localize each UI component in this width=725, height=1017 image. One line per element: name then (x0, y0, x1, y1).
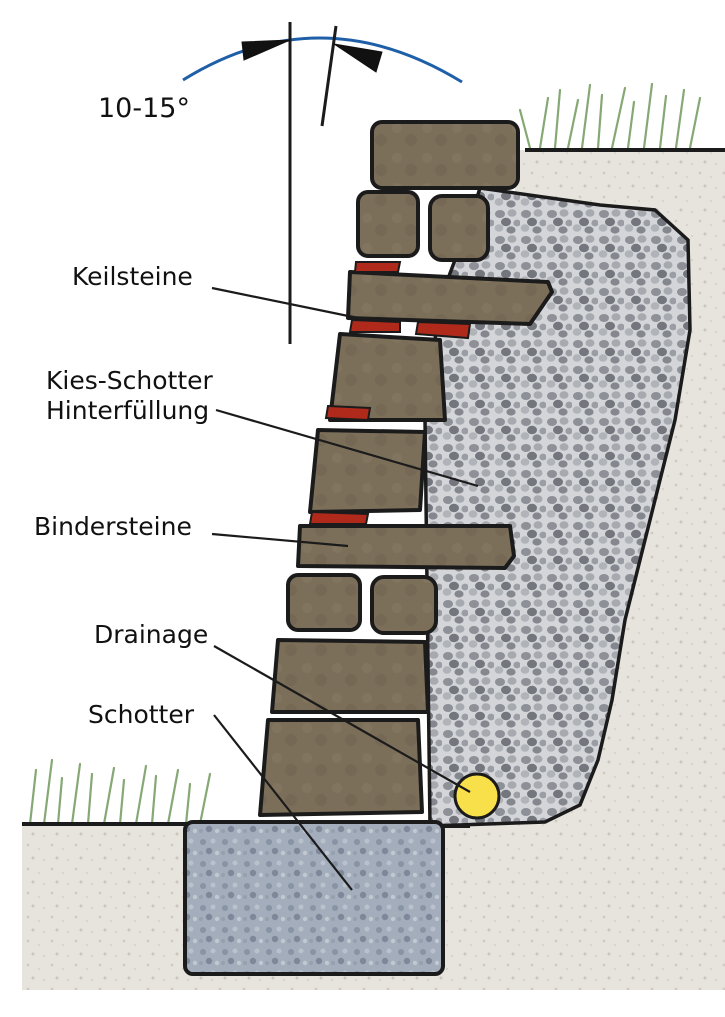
stone-8 (272, 640, 428, 712)
stone-7b (372, 577, 436, 633)
wedge-2 (350, 320, 400, 332)
wedge-3 (416, 322, 470, 338)
label-schotter: Schotter (88, 700, 194, 730)
grass-bottom-left (30, 760, 210, 824)
leader-keilsteine (212, 288, 358, 318)
label-kies-line2: Hinterfüllung (46, 396, 213, 426)
angle-label: 10-15° (98, 94, 190, 124)
label-bindersteine: Bindersteine (34, 512, 192, 542)
stone-top (372, 122, 518, 188)
binder-stone-2 (298, 526, 514, 568)
binder-stone-1 (348, 272, 552, 324)
arrow-left (242, 40, 290, 60)
wedge-1 (355, 262, 400, 272)
arrow-right (334, 44, 382, 72)
wedge-4 (326, 406, 370, 420)
stone-7a (288, 575, 360, 630)
stone-2a (358, 192, 418, 256)
grass-top-right (520, 84, 700, 148)
drainage-pipe (455, 774, 499, 818)
label-kies-schotter: Kies-Schotter Hinterfüllung (46, 366, 213, 426)
label-kies-line1: Kies-Schotter (46, 366, 213, 396)
batter-line (322, 26, 336, 126)
stone-9 (260, 720, 422, 815)
angle-arc (183, 38, 462, 82)
wedge-5 (310, 512, 368, 524)
label-drainage: Drainage (94, 620, 208, 650)
label-keilsteine: Keilsteine (72, 262, 193, 292)
foundation-schotter (185, 822, 443, 974)
stone-2b (430, 196, 488, 260)
